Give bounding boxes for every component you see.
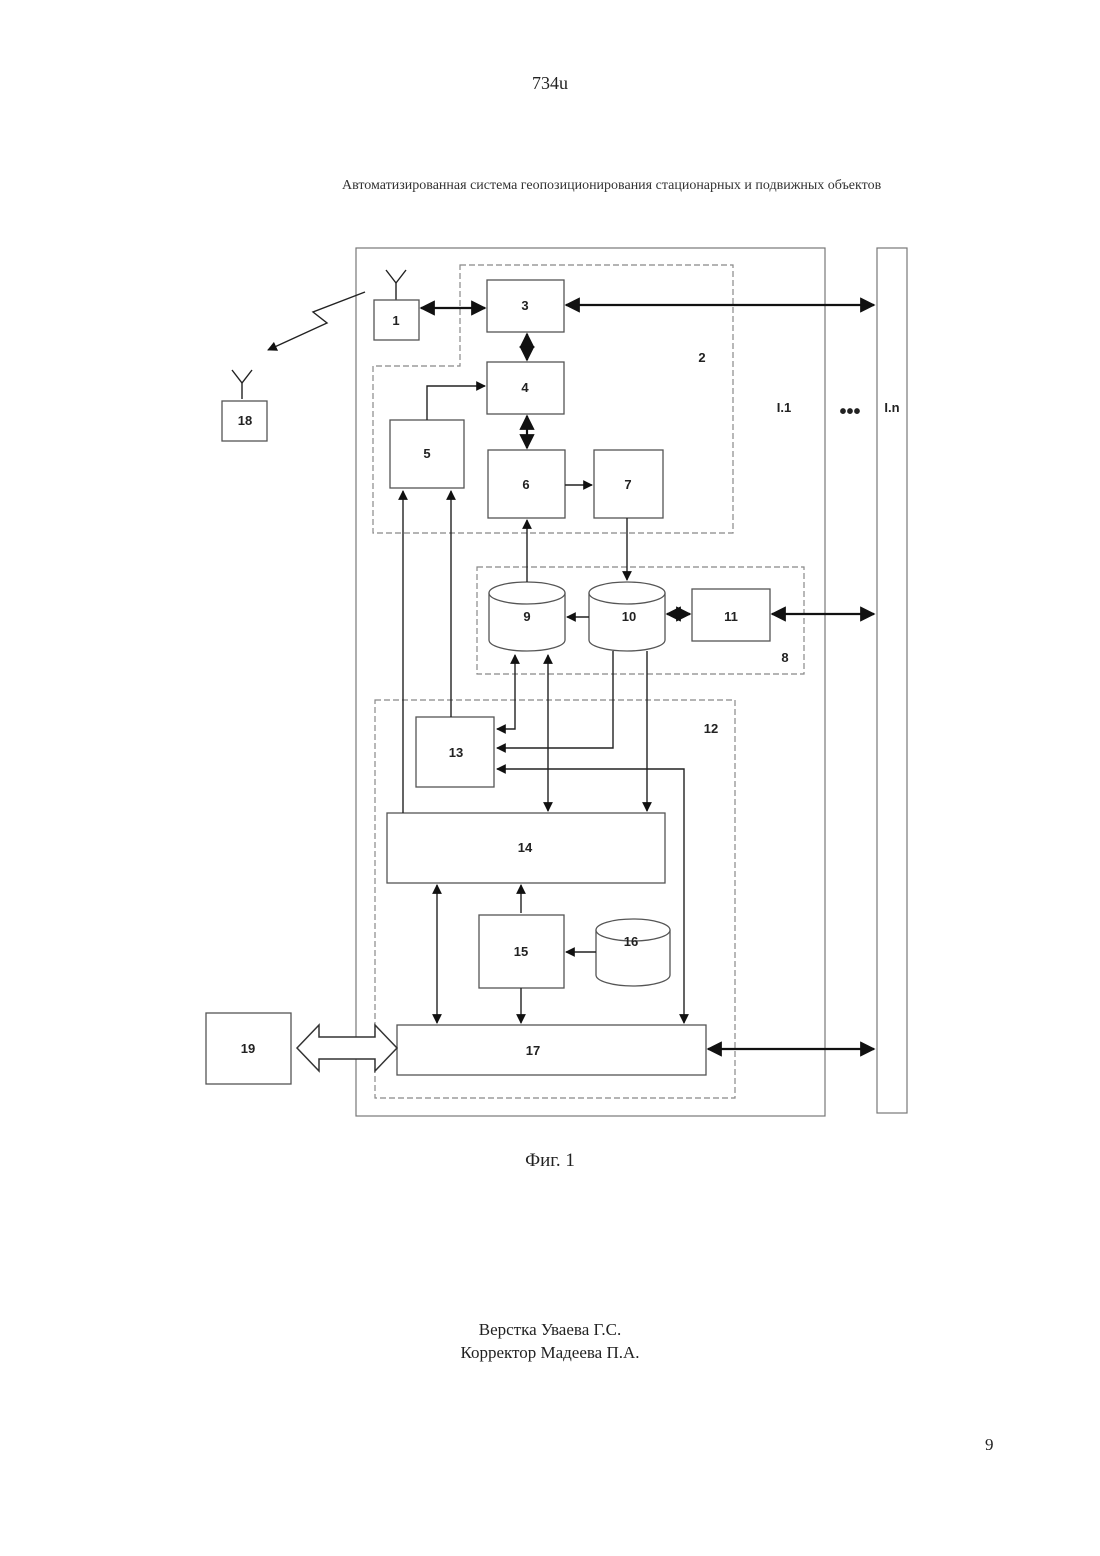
link-5-4 (427, 386, 485, 420)
segment-ellipsis: ••• (839, 401, 860, 423)
block-7-label: 7 (624, 477, 631, 492)
segment-first-label: I.1 (777, 400, 791, 415)
group-2-label: 2 (698, 350, 705, 365)
antenna-icon (386, 270, 406, 300)
database-16-label: 16 (624, 934, 638, 949)
system-frame (356, 248, 825, 1116)
data-bus (877, 248, 907, 1113)
page-number: 9 (985, 1435, 994, 1455)
interface-arrow (297, 1025, 397, 1071)
figure-caption: Фиг. 1 (0, 1150, 1100, 1172)
block-17-label: 17 (526, 1043, 540, 1058)
block-13-label: 13 (449, 745, 463, 760)
database-10-label: 10 (622, 609, 636, 624)
radio-link (268, 292, 365, 350)
block-19-label: 19 (241, 1041, 255, 1056)
corrector-credit: Корректор Мадеева П.А. (0, 1341, 1100, 1364)
database-16 (596, 919, 670, 986)
block-14-label: 14 (518, 840, 533, 855)
block-17 (397, 1025, 706, 1075)
block-3-label: 3 (521, 298, 528, 313)
block-1-label: 1 (392, 313, 399, 328)
link-9-13 (497, 655, 515, 729)
block-18-label: 18 (238, 413, 252, 428)
segment-last-label: I.n (884, 400, 899, 415)
database-9-label: 9 (523, 609, 530, 624)
antenna-icon (232, 370, 252, 399)
credits: Верстка Уваева Г.С. Корректор Мадеева П.… (0, 1318, 1100, 1364)
block-4-label: 4 (521, 380, 529, 395)
group-12-label: 12 (704, 721, 718, 736)
group-8-label: 8 (781, 650, 788, 665)
layout-credit: Верстка Уваева Г.С. (0, 1318, 1100, 1341)
block-11-label: 11 (724, 609, 738, 624)
block-15-label: 15 (514, 944, 528, 959)
block-5-label: 5 (423, 446, 430, 461)
block-6-label: 6 (522, 477, 529, 492)
